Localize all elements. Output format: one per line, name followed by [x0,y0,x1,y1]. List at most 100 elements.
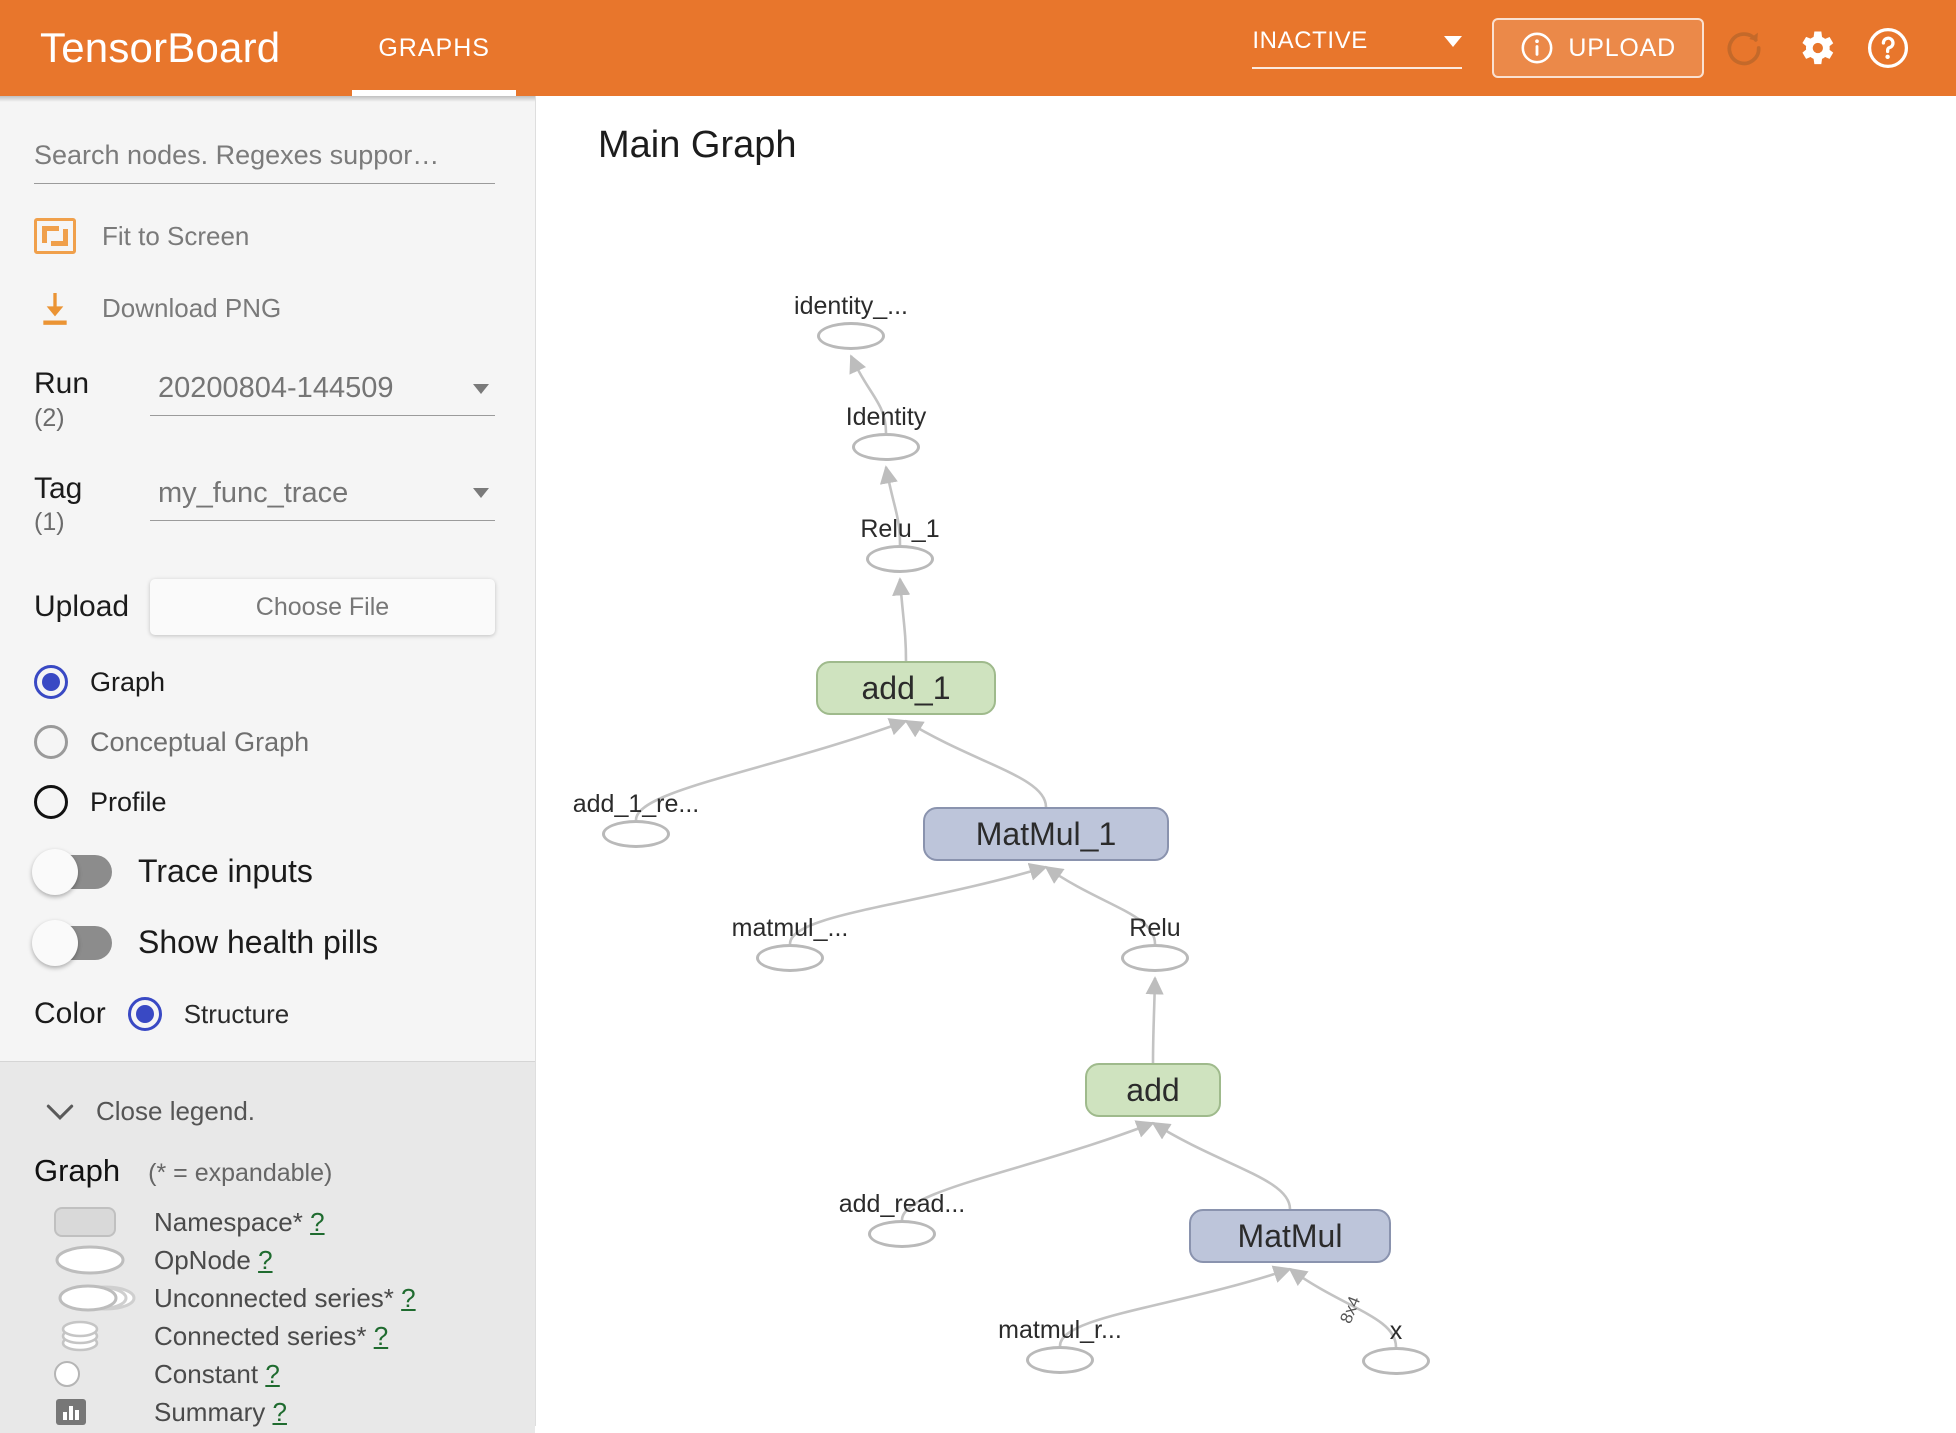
legend-panel: Close legend. Graph (* = expandable) Nam… [0,1061,535,1433]
graph-node-label-x: x [1389,1317,1403,1345]
help-link-constant[interactable]: ? [265,1358,280,1389]
graph-node-x[interactable] [1362,1347,1430,1375]
help-icon [1867,27,1909,69]
legend-heading: Graph (* = expandable) [34,1153,501,1189]
chevron-down-icon [473,383,489,394]
run-status-dropdown[interactable]: INACTIVE [1252,27,1463,69]
tag-field: Tag (1) my_func_trace [34,472,495,538]
gear-icon [1802,31,1834,65]
tag-select[interactable]: my_func_trace [150,477,495,521]
legend-title: Graph [34,1153,121,1188]
help-button[interactable] [1856,16,1920,80]
summary-swatch-icon [34,1397,154,1427]
choose-file-button[interactable]: Choose File [150,579,495,635]
tag-label-group: Tag (1) [34,472,150,538]
graph-node-Relu_1[interactable] [866,545,934,573]
tab-graphs[interactable]: GRAPHS [352,0,516,96]
unconnected-series-swatch-icon [34,1282,154,1314]
opnode-swatch-icon [34,1244,154,1276]
graph-edge-MatMul_1-to-add_1 [904,719,1048,808]
tag-count: (1) [34,508,65,536]
graph-edge-MatMul-to-add [1151,1121,1292,1210]
radio-profile[interactable]: Profile [34,785,495,819]
graph-node-matmul_read[interactable] [756,944,824,972]
graph-node-matmul_r[interactable] [1026,1346,1094,1374]
run-select[interactable]: 20200804-144509 [150,372,495,416]
graph-node-label-Identity: Identity [845,403,927,431]
graph-node-add_1[interactable]: add_1 [816,661,996,715]
graph-node-add_1_read[interactable] [602,820,670,848]
refresh-button[interactable] [1712,16,1776,80]
upload-field: Upload Choose File [34,579,495,635]
sidebar: Fit to Screen Download PNG Run (2) 2020 [0,96,536,1433]
upload-button[interactable]: UPLOAD [1492,18,1704,78]
header-actions: INACTIVE UPLOAD [1252,0,1956,96]
choose-file-label: Choose File [255,592,390,621]
help-link-namespace[interactable]: ? [310,1206,325,1237]
chevron-down-icon [473,488,489,498]
legend-item-opnode: OpNode ? [34,1241,501,1279]
toggle-trace-inputs[interactable]: Trace inputs [32,848,495,895]
graph-node-label-add_read: add_read... [838,1190,966,1218]
legend-label-unconnected-series: Unconnected series* [154,1282,394,1313]
legend-label-constant: Constant [154,1358,259,1389]
app-header: TensorBoard GRAPHS INACTIVE UPLOAD [0,0,1956,96]
radio-conceptual-graph-label: Conceptual Graph [90,726,310,757]
radio-graph-label: Graph [90,666,166,697]
graph-edge-add_1-to-Relu_1 [892,577,911,662]
settings-button[interactable] [1784,16,1848,80]
graph-node-label-Relu_1: Relu_1 [860,515,940,543]
legend-item-namespace: Namespace* ? [34,1203,501,1241]
fit-to-screen-button[interactable]: Fit to Screen [34,218,495,254]
app-brand: TensorBoard [40,24,281,71]
graph-node-label-identity_out: identity_... [794,292,908,320]
run-count: (2) [34,403,65,432]
graph-node-add_read[interactable] [868,1220,936,1248]
toggle-health-pills-label: Show health pills [138,924,379,960]
graph-node-Relu[interactable] [1121,944,1189,972]
radio-conceptual-graph[interactable]: Conceptual Graph [34,725,495,759]
legend-item-summary: Summary ? [34,1393,501,1431]
close-legend-label: Close legend. [96,1096,255,1126]
legend-item-constant: Constant ? [34,1355,501,1393]
legend-item-connected-series: Connected series* ? [34,1317,501,1355]
search-input[interactable] [34,140,495,184]
legend-label-connected-series: Connected series* [154,1320,367,1351]
radio-profile-indicator [34,785,68,819]
color-field: Color Structure [34,997,495,1061]
refresh-icon [1727,32,1761,66]
fit-to-screen-icon [34,218,76,254]
main-tabs: GRAPHS [352,0,516,96]
help-link-connected-series[interactable]: ? [373,1320,389,1351]
radio-structure-label: Structure [183,998,290,1029]
help-link-unconnected-series[interactable]: ? [401,1282,416,1313]
sidebar-controls: Fit to Screen Download PNG Run (2) 2020 [0,96,535,1061]
connected-series-swatch-icon [34,1319,154,1353]
help-link-summary[interactable]: ? [272,1396,287,1427]
toggle-health-pills[interactable]: Show health pills [32,919,495,966]
upload-button-label: UPLOAD [1568,33,1676,62]
run-status-label: INACTIVE [1252,27,1368,54]
close-legend-button[interactable]: Close legend. [46,1096,501,1127]
radio-profile-label: Profile [90,786,167,817]
graph-node-label-matmul_read: matmul_... [731,914,849,942]
legend-items: Namespace* ? OpNode ? [34,1203,501,1431]
legend-label-namespace: Namespace* [154,1206,303,1237]
fit-to-screen-label: Fit to Screen [102,220,250,251]
graph-node-MatMul[interactable]: MatMul [1189,1209,1391,1263]
radio-graph[interactable]: Graph [34,665,495,699]
chevron-down-icon [46,1104,74,1120]
radio-structure-indicator[interactable] [127,997,162,1031]
download-png-button[interactable]: Download PNG [34,288,495,328]
graph-node-Identity[interactable] [852,433,920,461]
graph-node-MatMul_1[interactable]: MatMul_1 [923,807,1169,861]
tab-graphs-label: GRAPHS [378,33,490,62]
graph-node-add[interactable]: add [1085,1063,1221,1117]
graph-node-identity_out[interactable] [817,322,885,350]
color-label: Color [34,997,106,1030]
help-link-opnode[interactable]: ? [258,1244,273,1275]
legend-item-unconnected-series: Unconnected series* ? [34,1279,501,1317]
page-title: Main Graph [598,124,797,166]
legend-label-summary: Summary [154,1396,266,1427]
